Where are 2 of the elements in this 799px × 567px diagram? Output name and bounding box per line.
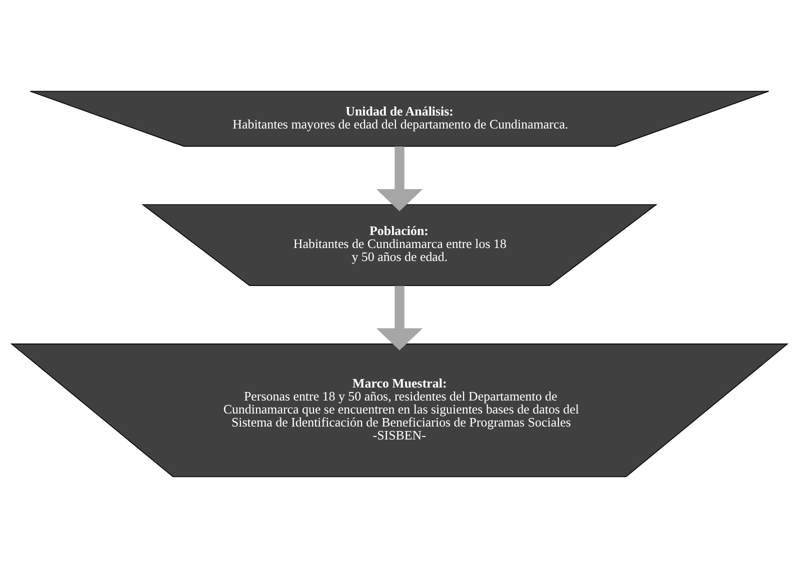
arrow: [376, 146, 423, 211]
arrow: [376, 285, 423, 350]
